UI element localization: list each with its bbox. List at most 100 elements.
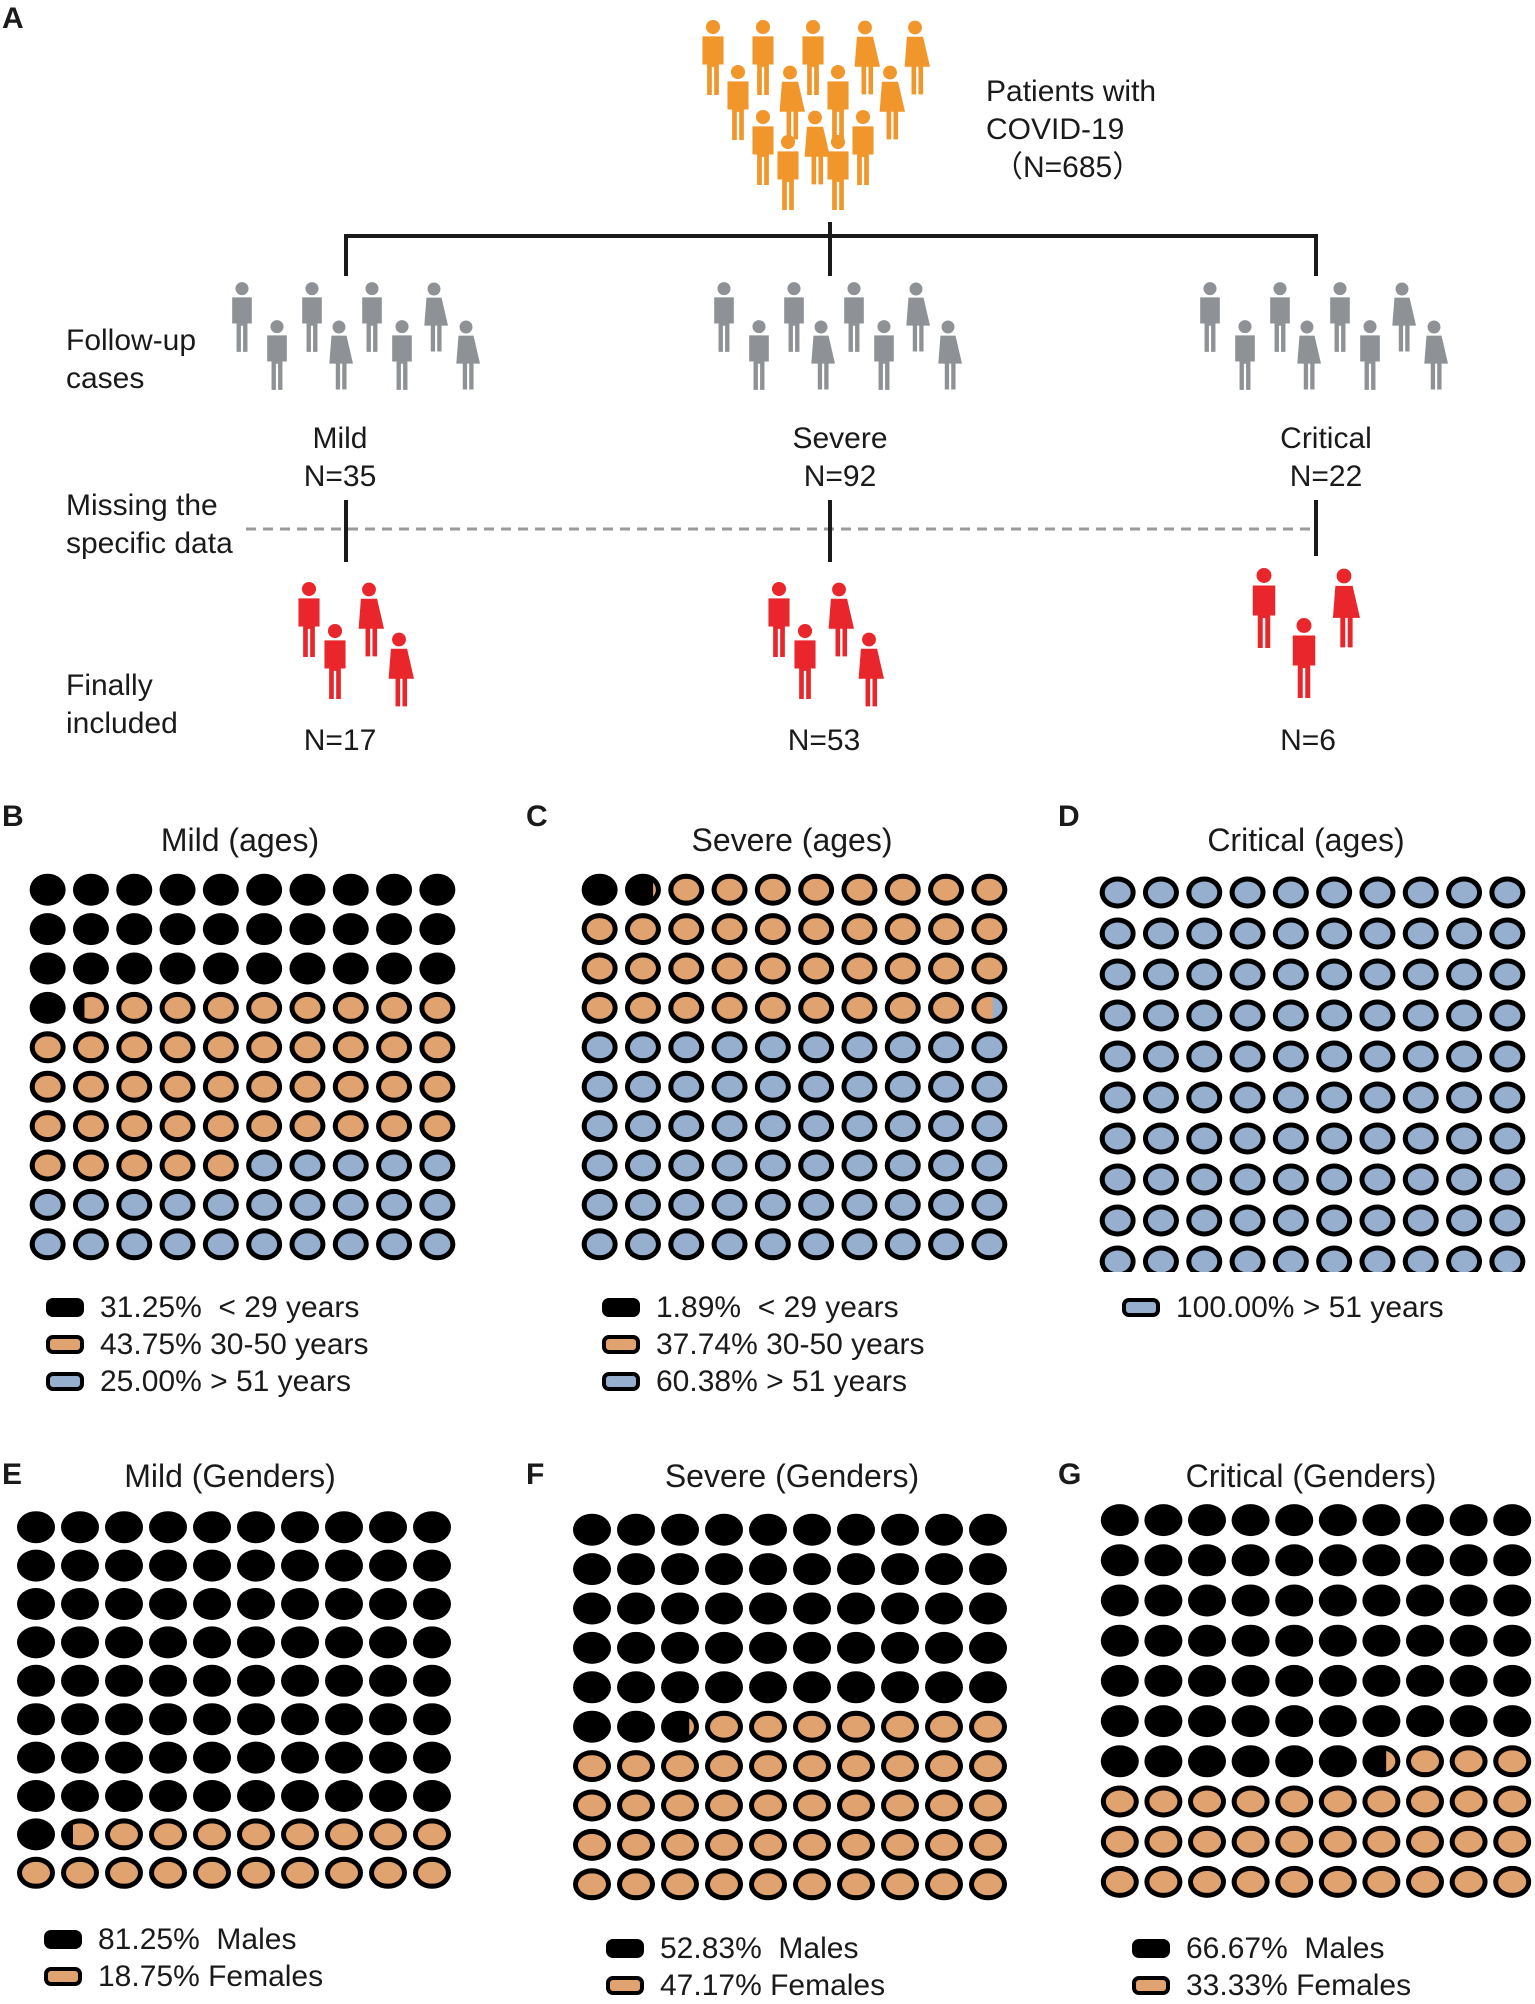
waffle-cell xyxy=(376,913,413,946)
legend-item: 43.75% 30-50 years xyxy=(46,1326,369,1363)
waffle-cell xyxy=(1318,1624,1357,1657)
waffle-cell xyxy=(237,1856,275,1889)
waffle-cell xyxy=(617,1789,655,1822)
waffle-cell xyxy=(1275,1624,1314,1657)
waffle-cell xyxy=(1402,1040,1439,1073)
waffle-cell xyxy=(289,1228,326,1261)
waffle-cell xyxy=(1489,1245,1526,1272)
waffle-cell xyxy=(1231,1544,1270,1577)
waffle-cell xyxy=(754,991,791,1024)
waffle-cell xyxy=(72,1149,109,1182)
waffle-cell xyxy=(1362,1624,1401,1657)
waffle-cell xyxy=(928,1110,965,1143)
waffle-cell xyxy=(1144,1705,1183,1738)
waffle-cell xyxy=(116,913,153,946)
critical-included-crowd-icon xyxy=(1252,568,1360,698)
mild-group-name: Mild xyxy=(312,422,368,455)
waffle-cell xyxy=(581,1149,618,1182)
waffle-cell xyxy=(668,1228,705,1261)
waffle-cell xyxy=(1316,1204,1353,1237)
waffle-cell xyxy=(798,913,835,946)
waffle-cell xyxy=(1316,1122,1353,1155)
waffle-cell xyxy=(289,913,326,946)
legend-text: 81.25% Males xyxy=(98,1922,297,1956)
waffle-cell xyxy=(17,1856,55,1889)
waffle-cell xyxy=(1359,876,1396,909)
waffle-cell xyxy=(1186,1040,1223,1073)
waffle-cell xyxy=(881,1671,919,1704)
waffle-cell xyxy=(837,1789,875,1822)
waffle-cell xyxy=(925,1631,963,1664)
waffle-cell xyxy=(1272,876,1309,909)
waffle-cell xyxy=(29,1110,66,1143)
waffle-cell xyxy=(1493,1705,1532,1738)
waffle-cell xyxy=(17,1818,55,1851)
waffle-cell xyxy=(1272,958,1309,991)
waffle-cell xyxy=(661,1710,699,1743)
severe-included-n: N=53 xyxy=(787,724,861,757)
waffle-cell xyxy=(837,1631,875,1664)
waffle-cell xyxy=(1142,1081,1179,1114)
waffle-cell xyxy=(159,1149,196,1182)
waffle-cell xyxy=(881,1710,919,1743)
waffle-cell xyxy=(754,1149,791,1182)
waffle-cell xyxy=(281,1588,319,1620)
waffle-cell xyxy=(159,952,196,985)
waffle-cell xyxy=(1229,917,1266,950)
waffle-cell xyxy=(72,1110,109,1143)
waffle-cell xyxy=(376,1070,413,1103)
waffle-cell xyxy=(116,991,153,1024)
legend-text: 25.00% > 51 years xyxy=(100,1364,352,1398)
waffle-cell xyxy=(1446,876,1483,909)
waffle-cell xyxy=(1099,1081,1136,1114)
legend-swatch xyxy=(46,1298,84,1317)
waffle-cell xyxy=(17,1664,55,1697)
waffle-cell xyxy=(573,1750,611,1783)
legend-severe-ages: 1.89% < 29 years 37.74% 30-50 years 60.3… xyxy=(602,1289,925,1400)
waffle-cell xyxy=(1229,1122,1266,1155)
waffle-cell xyxy=(1099,876,1136,909)
waffle-cell xyxy=(969,1553,1007,1586)
waffle-cell xyxy=(1446,1204,1483,1237)
waffle-cell xyxy=(281,1818,319,1851)
waffle-cell xyxy=(419,1110,456,1143)
waffle-cell xyxy=(705,1553,743,1586)
waffle-cell xyxy=(17,1741,55,1774)
waffle-cell xyxy=(332,913,369,946)
waffle-cell xyxy=(661,1750,699,1783)
waffle-cell xyxy=(1316,1081,1353,1114)
waffle-cell xyxy=(793,1592,831,1625)
waffle-cell xyxy=(1186,958,1223,991)
waffle-cell xyxy=(202,1031,239,1064)
critical-followup-n: N=22 xyxy=(1289,460,1363,493)
waffle-cell xyxy=(29,991,66,1024)
waffle-cell xyxy=(581,1228,618,1261)
legend-item: 18.75% Females xyxy=(44,1958,323,1995)
waffle-cell xyxy=(1359,1163,1396,1196)
waffle-cell xyxy=(661,1671,699,1704)
waffle-cell xyxy=(749,1671,787,1704)
waffle-cell xyxy=(1406,1544,1444,1577)
legend-swatch xyxy=(606,1939,644,1958)
waffle-cell xyxy=(72,873,109,906)
waffle-cell xyxy=(246,1188,283,1221)
waffle-cell xyxy=(1493,1745,1532,1778)
severe-followup-crowd-icon xyxy=(714,282,962,390)
panel-letter-d: D xyxy=(1058,800,1080,833)
waffle-cell xyxy=(1449,1504,1488,1537)
waffle-cell xyxy=(793,1671,831,1704)
waffle-cell xyxy=(159,913,196,946)
waffle-cell xyxy=(581,1188,618,1221)
waffle-cell xyxy=(193,1549,231,1582)
waffle-cell xyxy=(925,1750,963,1783)
legend-text: 66.67% Males xyxy=(1186,1931,1385,1965)
waffle-cell xyxy=(325,1741,363,1774)
waffle-cell xyxy=(1402,958,1439,991)
waffle-cell xyxy=(1144,1745,1183,1778)
waffle-cell xyxy=(332,952,369,985)
waffle-cell xyxy=(971,873,1008,906)
waffle-cell xyxy=(573,1513,611,1546)
waffle-cell xyxy=(971,952,1008,985)
waffle-cell xyxy=(61,1588,99,1620)
waffle-cell xyxy=(793,1868,831,1901)
